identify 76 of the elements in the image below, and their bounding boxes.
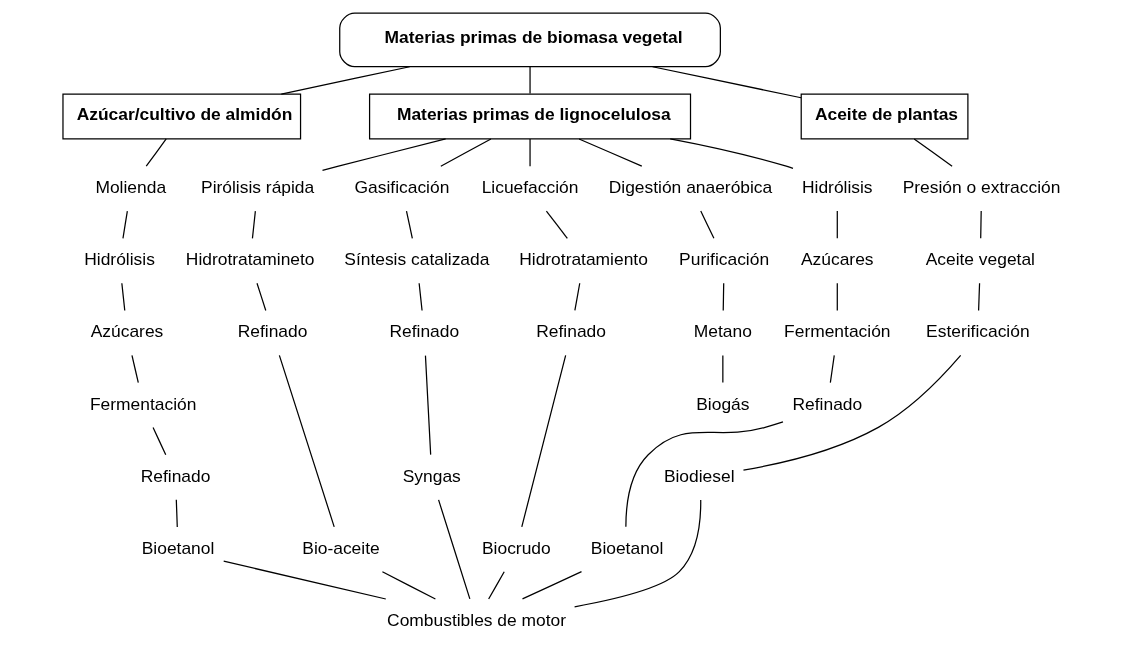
connector	[977, 282, 980, 312]
connector	[222, 560, 386, 600]
node-text: Hidrólisis	[801, 177, 873, 198]
node-text: Refinado	[140, 465, 210, 486]
connector	[175, 499, 178, 528]
node-text: Pirólisis rápida	[200, 177, 314, 198]
node-text: Hidrólisis	[83, 249, 155, 270]
node-box: Materias primas de biomasa vegetal	[338, 12, 721, 68]
connector	[418, 282, 423, 312]
connector	[487, 571, 505, 600]
connector	[573, 282, 580, 312]
connector	[528, 66, 531, 95]
connector	[573, 499, 701, 608]
node-text: Metano	[693, 321, 752, 342]
connector	[669, 138, 794, 169]
connector	[120, 282, 125, 312]
node-text: Biodiesel	[663, 465, 735, 486]
node-text: Biogás	[695, 393, 749, 414]
connector	[321, 138, 446, 171]
connector	[836, 282, 838, 312]
connector	[151, 426, 166, 456]
node-text: Refinado	[237, 321, 307, 342]
node-text: Licuefacción	[481, 177, 578, 198]
node-text: Bio-aceite	[301, 537, 380, 558]
connector	[278, 354, 335, 528]
connector	[829, 354, 835, 384]
node-text: Molienda	[94, 177, 166, 198]
connector	[528, 138, 531, 167]
node-text: Biocrudo	[481, 537, 551, 558]
node-text: Refinado	[388, 321, 459, 342]
connector	[520, 354, 566, 528]
node-box: Aceite de plantas	[800, 93, 968, 140]
connector	[130, 354, 139, 384]
node-text: Presión o extracción	[902, 177, 1060, 198]
connector	[913, 138, 953, 167]
connector	[405, 210, 413, 239]
node-box: Materias primas de lignocelulosa	[368, 93, 691, 140]
node-text: Refinado	[791, 393, 862, 414]
node-box: Azúcar/cultivo de almidón	[61, 93, 301, 140]
connector	[651, 66, 802, 99]
connector	[424, 355, 431, 456]
node-text: Fermentación	[783, 321, 890, 342]
connector	[624, 421, 784, 528]
node-text: Bioetanol	[590, 537, 663, 558]
node-text: Gasificación	[354, 177, 449, 198]
connector	[437, 499, 470, 600]
connector	[251, 210, 256, 239]
connector	[439, 138, 492, 167]
connector	[280, 66, 410, 95]
node-text: Purificación	[678, 249, 769, 270]
connector	[699, 210, 714, 239]
connector	[545, 210, 568, 239]
connector	[722, 282, 724, 312]
node-text: Hidrotratamineto	[185, 249, 315, 270]
node-text: Azúcares	[800, 249, 874, 270]
node-text: Digestión anaeróbica	[608, 177, 772, 198]
node-text: Esterificación	[925, 321, 1030, 342]
connector	[381, 571, 436, 600]
connector	[121, 210, 128, 239]
connector	[145, 138, 167, 167]
node-text: Syngas	[402, 465, 461, 486]
node-text: Síntesis catalizada	[343, 249, 489, 270]
connector	[721, 354, 723, 384]
node-text: Fermentación	[89, 393, 196, 414]
connector	[577, 138, 642, 167]
connector	[836, 210, 838, 239]
node-text: Combustibles de motor	[386, 610, 566, 631]
node-text: Refinado	[535, 321, 606, 342]
connector	[255, 282, 266, 312]
node-text: Azúcares	[90, 321, 163, 342]
connector	[979, 210, 982, 239]
connector	[521, 571, 582, 600]
connector	[742, 354, 961, 471]
node-text: Aceite vegetal	[925, 249, 1035, 270]
node-text: Bioetanol	[141, 537, 214, 558]
node-text: Hidrotratamiento	[518, 249, 648, 270]
